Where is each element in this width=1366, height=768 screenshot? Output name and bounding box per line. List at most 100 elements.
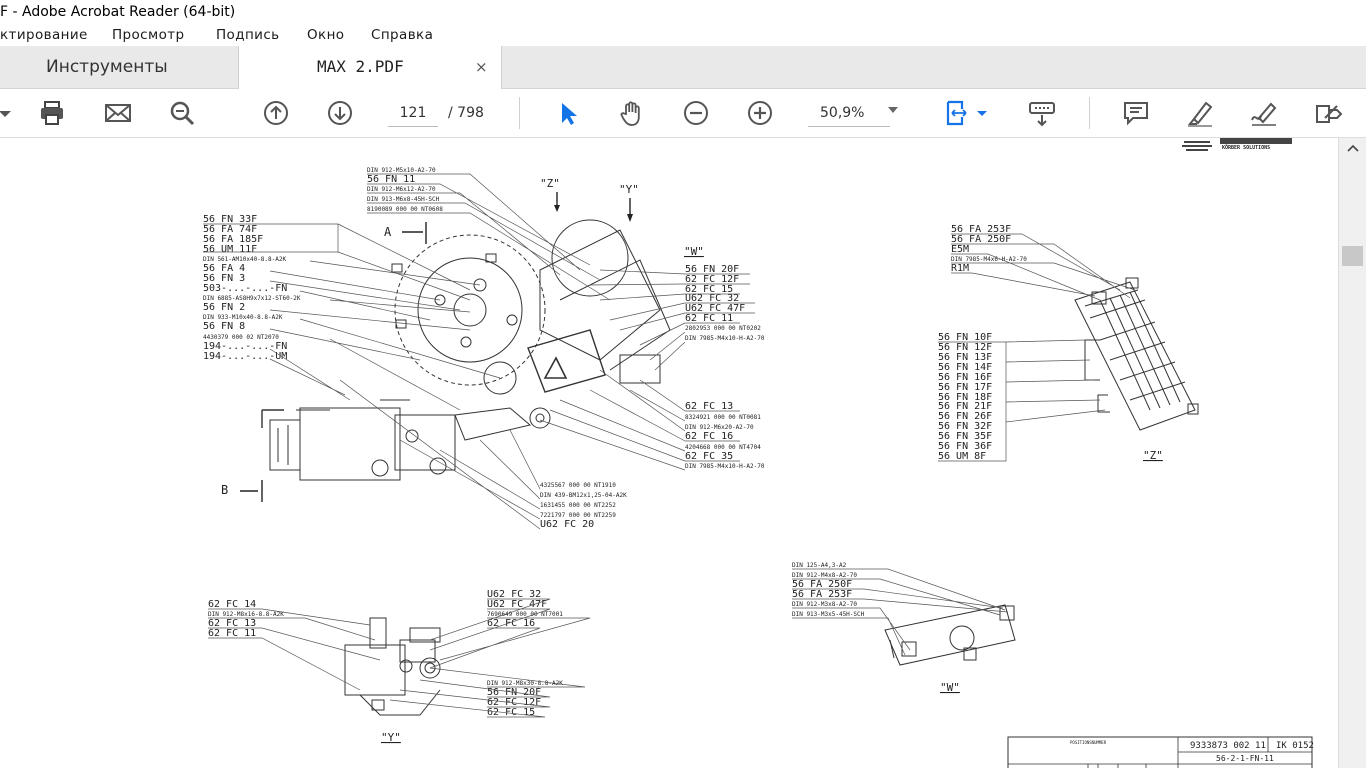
chevron-down-icon[interactable] <box>0 95 22 131</box>
callout-label: 62 FC 16 <box>685 431 733 442</box>
callout-label: 56 FN 8 <box>203 321 245 332</box>
callout-label: 56 FN 26F <box>938 411 992 422</box>
callout-label: 56 FN 16F <box>938 372 992 383</box>
title-block: POSITIONSNUMMER 9333873 002 11 IK 0152 5… <box>1007 736 1314 768</box>
callout-label: DIN 125-A4,3-A2 <box>792 562 847 569</box>
callout-label: 56 FA 253F <box>951 224 1011 235</box>
hand-tool-icon[interactable] <box>614 95 650 131</box>
menu-window[interactable]: Окно <box>307 27 345 43</box>
callout-label: 56 FN 21F <box>938 401 992 412</box>
view-y: 62 FC 14 DIN 912-M8x16-8.8-A2K 62 FC 13 … <box>208 589 591 744</box>
tab-document[interactable]: MAX 2.PDF × <box>239 46 502 89</box>
callout-label: 56 FA 253F <box>792 589 852 600</box>
callout-label: 56 FA 185F <box>203 234 263 245</box>
callout-label: 62 FC 12F <box>487 697 541 708</box>
callout-label: 62 FC 13 <box>208 618 256 629</box>
callout-label: 194-...-...-FN <box>203 341 287 352</box>
section-marker-a: A <box>384 225 392 239</box>
callout-label: 56 UM 8F <box>938 451 986 462</box>
scroll-up-icon[interactable] <box>1339 138 1366 158</box>
page-total: / 798 <box>448 105 484 121</box>
callout-label: 503-...-...-FN <box>203 283 287 294</box>
callout-label: 7690649 000 00 NT7001 <box>487 611 563 618</box>
bottom-labels: 4325567 000 00 NT1910 DIN 439-BM12x1,25-… <box>339 379 627 530</box>
callout-label: 7221797 000 00 NT2259 <box>540 512 616 519</box>
callout-label: 62 FC 13 <box>685 401 733 412</box>
callout-label: 56 FA 250F <box>792 579 852 590</box>
select-cursor-icon[interactable] <box>550 95 586 131</box>
logo-subtitle: KÖRBER SOLUTIONS <box>1222 144 1270 151</box>
page-number-input[interactable]: 121 <box>388 102 438 127</box>
callout-label: 62 FC 11 <box>208 628 256 639</box>
callout-label: U62 FC 32 <box>685 293 739 304</box>
callout-label: 1631455 000 00 NT2252 <box>540 502 616 509</box>
callout-label: DIN 912-M3x8-A2-70 <box>792 601 857 608</box>
callout-label: DIN 912-M6x20-A2-70 <box>685 424 754 431</box>
page-up-icon[interactable] <box>258 95 294 131</box>
callout-label: U62 FC 47F <box>685 303 745 314</box>
view-label-w-marker: "W" <box>684 245 704 258</box>
callout-label: 56 FN 35F <box>938 431 992 442</box>
callout-label: 56 FA 250F <box>951 234 1011 245</box>
toolbar-separator <box>519 97 520 129</box>
callout-label: 62 FC 15 <box>685 284 733 295</box>
page-down-icon[interactable] <box>322 95 358 131</box>
print-icon[interactable] <box>34 95 70 131</box>
zoom-dropdown-icon[interactable] <box>888 107 898 113</box>
fill-sign-icon[interactable] <box>1310 95 1346 131</box>
drawing-number: 9333873 002 11 <box>1190 741 1266 751</box>
view-title-w: "W" <box>940 681 960 694</box>
highlight-icon[interactable] <box>1182 95 1218 131</box>
zoom-out-icon[interactable] <box>678 95 714 131</box>
window-title: F - Adobe Acrobat Reader (64-bit) <box>0 0 1366 24</box>
view-w: DIN 125-A4,3-A2 DIN 912-M4x8-A2-70 56 FA… <box>792 562 1016 694</box>
close-tab-icon[interactable]: × <box>475 58 488 76</box>
callout-label: DIN 561-AM10x40-8.8-A2K <box>203 256 286 263</box>
callout-label: DIN 912-M4x8-A2-70 <box>792 572 857 579</box>
callout-label: 56 FA 74F <box>203 224 257 235</box>
scrollbar-thumb[interactable] <box>1342 246 1363 266</box>
section-marker-b: B <box>221 483 228 497</box>
menu-edit[interactable]: ктирование <box>0 27 88 43</box>
tab-tools-label: Инструменты <box>46 57 168 77</box>
callout-label: DIN 933-M10x40-8.8-A2K <box>203 314 283 321</box>
mail-icon[interactable] <box>100 95 136 131</box>
callout-label: 56 FN 20F <box>685 264 739 275</box>
callout-label: 194-...-...-UM <box>203 351 287 362</box>
sign-icon[interactable] <box>1246 95 1282 131</box>
tab-tools[interactable]: Инструменты <box>0 46 239 88</box>
callout-label: DIN 7985-M4x6-H-A2-70 <box>951 256 1027 263</box>
search-zoom-icon[interactable] <box>164 95 200 131</box>
comment-icon[interactable] <box>1118 95 1154 131</box>
callout-label: 56 UM 11F <box>203 244 257 255</box>
callout-label: DIN 7985-M4x10-H-A2-70 <box>685 463 765 470</box>
callout-label: U62 FC 32 <box>487 589 541 600</box>
scroll-mode-icon[interactable] <box>1024 95 1060 131</box>
callout-label: 56 FN 2 <box>203 302 245 313</box>
view-title-y: "Y" <box>381 731 401 744</box>
callout-label: U62 FC 47F <box>487 599 547 610</box>
callout-label: 62 FC 12F <box>685 274 739 285</box>
callout-label: 56 FN 36F <box>938 441 992 452</box>
callout-label: 56 FN 17F <box>938 382 992 393</box>
callout-label: 4430379 000 02 NT2070 <box>203 334 279 341</box>
callout-label: 56 FN 32F <box>938 421 992 432</box>
fit-dropdown-icon[interactable] <box>972 95 992 131</box>
callout-label: DIN 912-M5x10-A2-70 <box>367 167 436 174</box>
callout-label: DIN 913-M3x5-45H-SCH <box>792 611 865 618</box>
callout-label: 56 FN 11 <box>367 174 415 185</box>
document-viewer[interactable]: KÖRBER SOLUTIONS "Z" "Y" "W" A B <box>0 138 1338 768</box>
menu-sign[interactable]: Подпись <box>216 27 280 43</box>
company-logo: KÖRBER SOLUTIONS <box>1182 138 1292 151</box>
menu-help[interactable]: Справка <box>371 27 434 43</box>
callout-label: 56 FN 12F <box>938 342 992 353</box>
fit-page-icon[interactable] <box>940 95 976 131</box>
top-labels: DIN 912-M5x10-A2-70 56 FN 11 DIN 912-M6x… <box>367 167 611 301</box>
zoom-level-field[interactable]: 50,9% <box>808 102 890 127</box>
callout-label: DIN 912-M6x12-A2-70 <box>367 186 436 193</box>
vertical-scrollbar[interactable] <box>1338 138 1366 768</box>
menu-view[interactable]: Просмотр <box>112 27 185 43</box>
view-z: 56 FA 253F 56 FA 250F E5M DIN 7985-M4x6-… <box>938 224 1199 462</box>
callout-label: 56 FN 14F <box>938 362 992 373</box>
zoom-in-icon[interactable] <box>742 95 778 131</box>
